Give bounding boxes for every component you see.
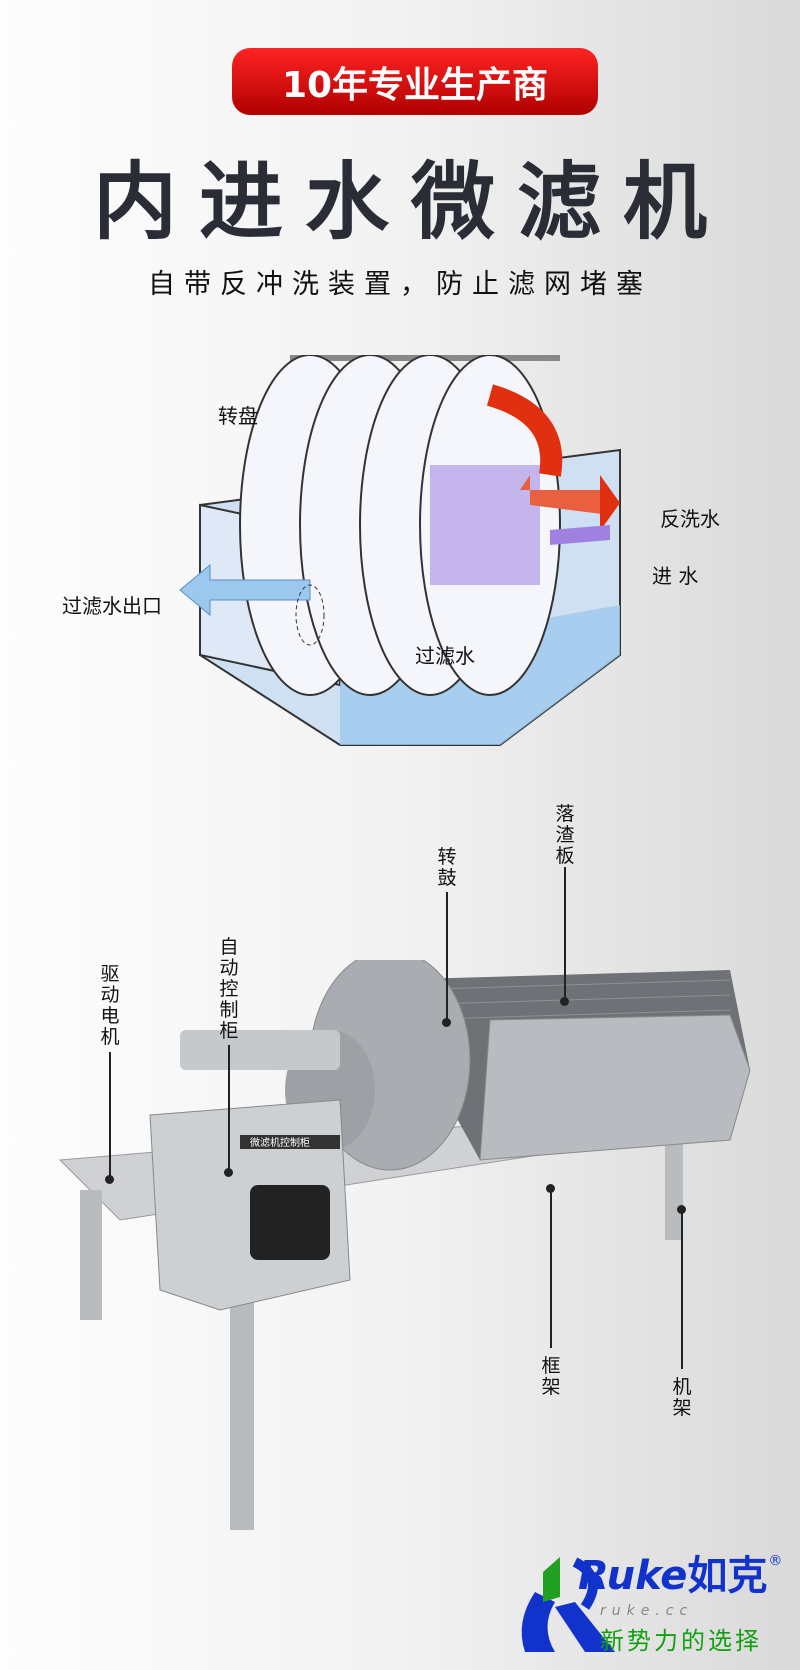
label-stand: 机架 xyxy=(672,1376,692,1419)
label-filtered-water: 过滤水 xyxy=(415,644,475,668)
logo-brand-latin: Ruke xyxy=(578,1553,688,1599)
manufacturer-badge: 10年专业生产商 xyxy=(232,48,598,115)
leader-dot xyxy=(224,1168,233,1177)
leader-line xyxy=(228,1045,230,1170)
label-slag-plate: 落渣板 xyxy=(555,803,575,867)
leader-line xyxy=(109,1052,111,1177)
label-frame: 框架 xyxy=(541,1355,561,1398)
leader-line xyxy=(550,1188,552,1348)
cabinet-nameplate: 微滤机控制柜 xyxy=(250,1136,310,1149)
logo-brand: Ruke如克® xyxy=(578,1553,782,1599)
page-title: 内进水微滤机 xyxy=(92,153,729,251)
machine-photo: 微滤机控制柜 xyxy=(58,960,751,1530)
label-drum: 转鼓 xyxy=(437,846,457,889)
label-backwash: 反洗水 xyxy=(660,507,720,531)
leader-dot xyxy=(442,1018,451,1027)
page-subtitle: 自带反冲洗装置，防止滤网堵塞 xyxy=(148,269,652,300)
logo-domain: ruke.cc xyxy=(600,1603,694,1619)
leader-dot xyxy=(560,997,569,1006)
ruke-logo xyxy=(521,1557,615,1652)
label-outlet: 过滤水出口 xyxy=(62,594,162,618)
leader-dot xyxy=(105,1175,114,1184)
leader-line xyxy=(446,892,448,1020)
working-principle-diagram xyxy=(179,355,621,746)
label-disc: 转盘 xyxy=(218,404,258,428)
leader-line xyxy=(681,1209,683,1369)
logo-slogan: 新势力的选择 xyxy=(600,1627,762,1655)
label-control-cabinet: 自动控制柜 xyxy=(219,936,239,1042)
registered-mark: ® xyxy=(768,1553,783,1569)
leader-line xyxy=(564,867,566,999)
label-motor: 驱动电机 xyxy=(100,963,120,1048)
label-inlet: 进 水 xyxy=(652,564,699,588)
logo-brand-chinese: 如克 xyxy=(687,1553,768,1599)
